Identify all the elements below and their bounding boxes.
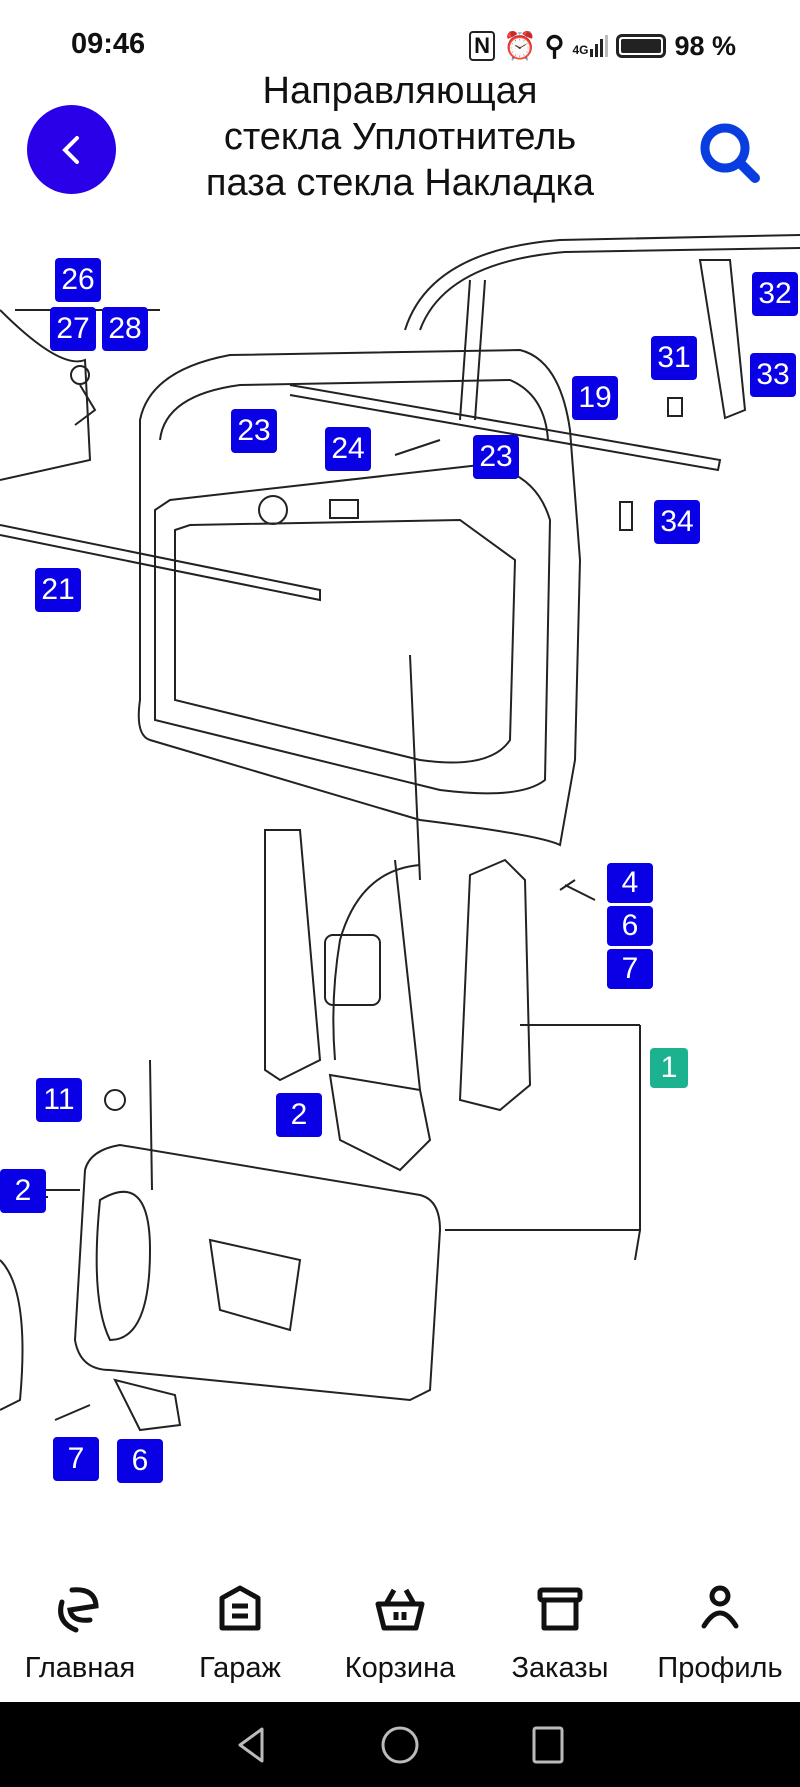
profile-icon — [701, 1585, 739, 1629]
location-icon: ⚲ — [544, 30, 565, 61]
callout-31[interactable]: 31 — [651, 336, 697, 380]
callout-7[interactable]: 7 — [53, 1437, 99, 1481]
callout-1-assembly[interactable]: 1 — [650, 1048, 688, 1088]
page-title: Направляющая стекла Уплотнитель паза сте… — [205, 70, 595, 204]
callout-28[interactable]: 28 — [102, 307, 148, 351]
callout-24[interactable]: 24 — [325, 427, 371, 471]
battery-icon — [616, 34, 667, 58]
tab-cart-label: Корзина — [344, 1652, 456, 1684]
alarm-icon: ⏰ — [503, 31, 537, 61]
callout-32[interactable]: 32 — [752, 272, 798, 316]
garage-icon — [219, 1585, 261, 1631]
home-logo-icon — [58, 1587, 99, 1633]
status-icons: N ⏰ ⚲ 4G 98 % — [469, 30, 736, 62]
signal-icon: 4G — [572, 35, 609, 57]
status-bar: 09:46 N ⏰ ⚲ 4G 98 % — [0, 0, 800, 66]
callout-2[interactable]: 2 — [276, 1093, 322, 1137]
callout-2-cut[interactable]: 2 — [0, 1169, 46, 1213]
status-time: 09:46 — [71, 28, 146, 60]
tab-profile-label: Профиль — [657, 1652, 783, 1684]
nfc-icon: N — [469, 31, 496, 61]
tab-garage[interactable]: Гараж — [160, 1555, 320, 1702]
tab-orders-label: Заказы — [511, 1652, 609, 1684]
tab-garage-label: Гараж — [199, 1652, 281, 1684]
callout-7[interactable]: 7 — [607, 949, 653, 989]
callout-4[interactable]: 4 — [607, 863, 653, 903]
nav-back-icon[interactable] — [234, 1725, 270, 1765]
tab-home[interactable]: Главная — [0, 1555, 160, 1702]
parts-diagram: 26 27 28 23 24 23 19 31 32 33 34 21 4 6 … — [0, 225, 800, 1525]
orders-box-icon — [537, 1587, 583, 1631]
nav-recents-icon[interactable] — [530, 1725, 566, 1765]
basket-icon — [375, 1588, 425, 1631]
callout-21[interactable]: 21 — [35, 568, 81, 612]
back-button[interactable] — [27, 105, 116, 194]
callout-27[interactable]: 27 — [50, 307, 96, 351]
callout-26[interactable]: 26 — [55, 258, 101, 302]
battery-percent: 98 % — [674, 30, 736, 61]
tab-orders[interactable]: Заказы — [480, 1555, 640, 1702]
callout-23[interactable]: 23 — [231, 409, 277, 453]
tab-profile[interactable]: Профиль — [640, 1555, 800, 1702]
tab-home-label: Главная — [24, 1652, 136, 1684]
callout-6[interactable]: 6 — [607, 906, 653, 946]
callout-19[interactable]: 19 — [572, 376, 618, 420]
system-nav-bar — [0, 1702, 800, 1787]
callout-11[interactable]: 11 — [36, 1078, 82, 1122]
callout-33[interactable]: 33 — [750, 353, 796, 397]
callout-34[interactable]: 34 — [654, 500, 700, 544]
search-icon[interactable] — [695, 118, 765, 188]
nav-home-icon[interactable] — [380, 1725, 420, 1765]
callout-6[interactable]: 6 — [117, 1439, 163, 1483]
callout-23[interactable]: 23 — [473, 435, 519, 479]
tab-cart[interactable]: Корзина — [320, 1555, 480, 1702]
door-exploded-drawing — [0, 234, 800, 1432]
chevron-left-icon — [61, 135, 79, 164]
bottom-tab-bar: Главная Гараж Корзина Заказы Профиль — [0, 1555, 800, 1702]
